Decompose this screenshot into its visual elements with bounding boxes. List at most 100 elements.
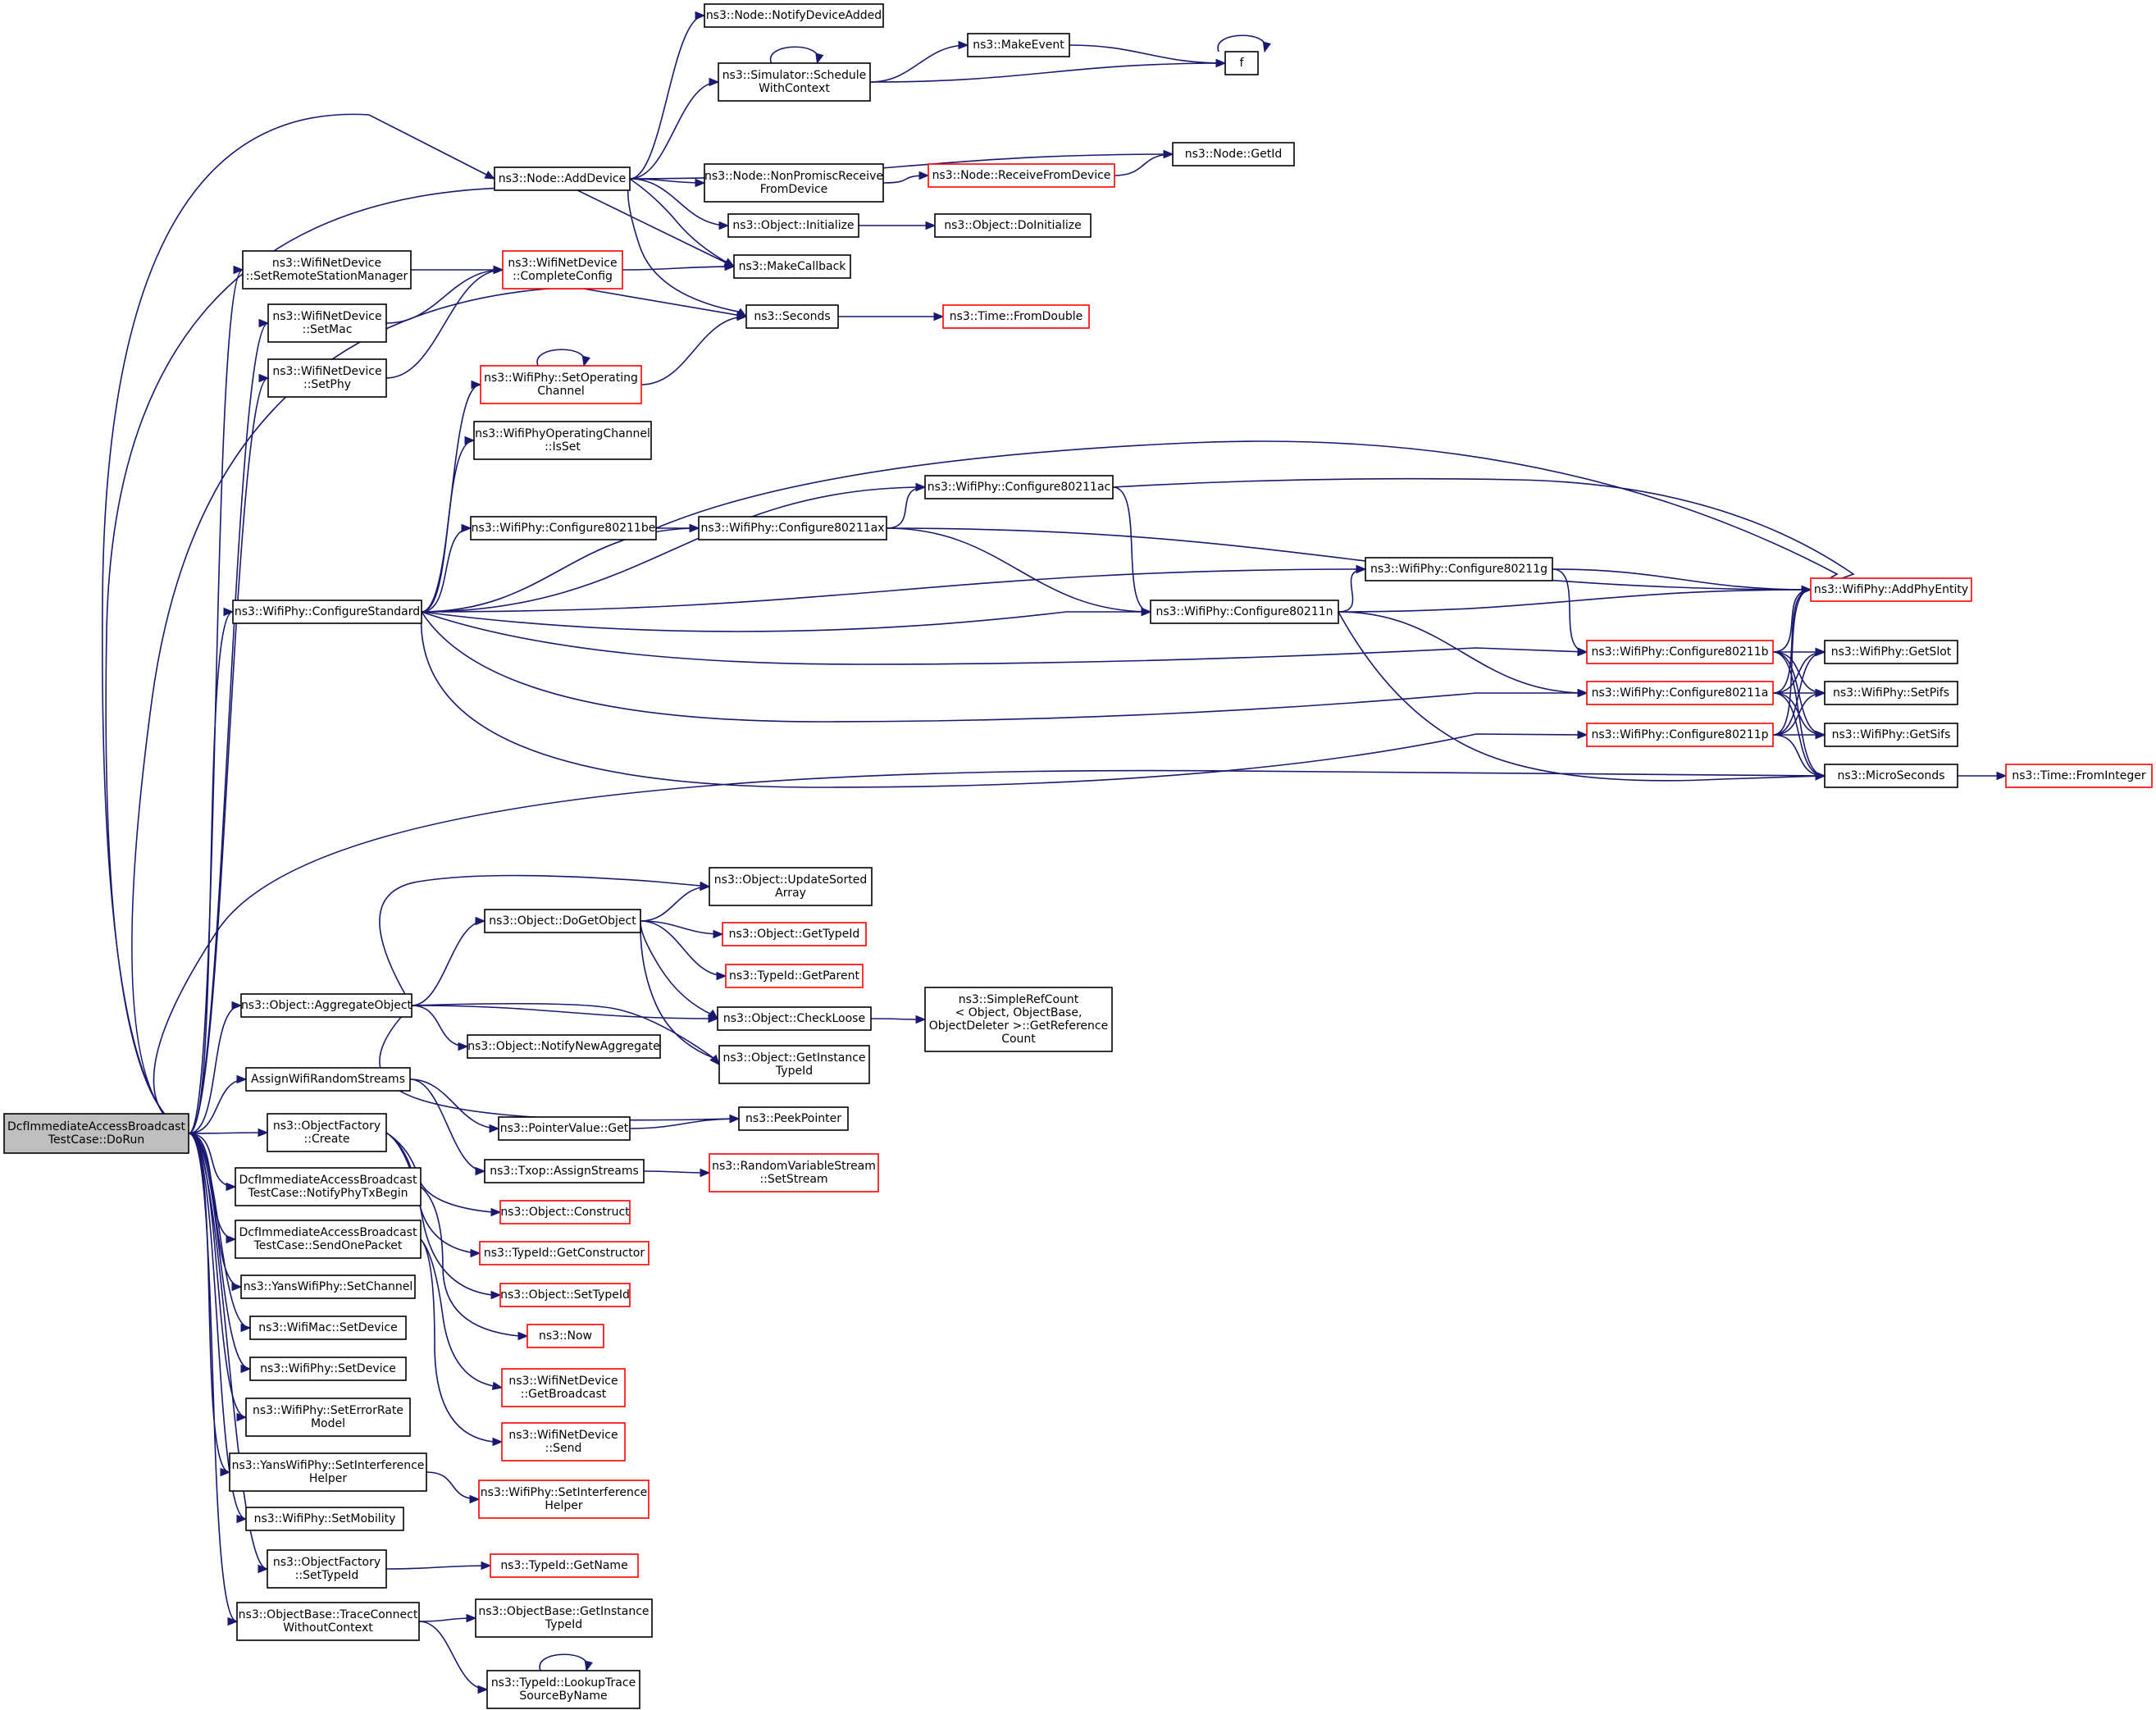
node-box-setErrModel[interactable]	[245, 1398, 411, 1437]
node-box-fromDouble[interactable]	[942, 304, 1090, 329]
node-box-c11ac[interactable]	[924, 475, 1114, 499]
node-box-fromInteger[interactable]	[2005, 764, 2153, 788]
node-box-objDoInit[interactable]	[934, 213, 1092, 238]
node-box-checkLoose[interactable]	[717, 1006, 872, 1031]
node-box-rvsSetStream[interactable]	[709, 1153, 879, 1192]
node-devSend[interactable]: ns3::WifiNetDevice::Send	[501, 1422, 626, 1461]
node-box-setRSM[interactable]	[242, 250, 412, 290]
node-box-objSetTid[interactable]	[499, 1283, 631, 1307]
node-box-updSorted[interactable]	[709, 867, 873, 906]
node-box-setPifs[interactable]	[1824, 681, 1958, 705]
node-box-peekPtr[interactable]	[738, 1106, 849, 1131]
node-box-objInit[interactable]	[727, 213, 859, 238]
node-box-getId[interactable]	[1172, 142, 1295, 166]
node-box-getSifs[interactable]	[1824, 723, 1958, 747]
node-makeCallback[interactable]: ns3::MakeCallback	[733, 254, 851, 279]
node-box-setOpCh[interactable]	[480, 365, 642, 404]
node-box-objFactCreate[interactable]	[267, 1113, 387, 1152]
node-box-getSlot[interactable]	[1824, 640, 1958, 664]
node-peekPtr[interactable]: ns3::PeekPointer	[738, 1106, 849, 1131]
node-simpleRef[interactable]: ns3::SimpleRefCount< Object, ObjectBase,…	[924, 987, 1113, 1052]
node-box-assignRand[interactable]	[245, 1067, 411, 1092]
node-box-schedule[interactable]	[718, 62, 871, 102]
node-box-c11be[interactable]	[470, 516, 657, 540]
node-box-nonPromisc[interactable]	[704, 163, 884, 203]
node-f[interactable]: f	[1224, 51, 1259, 75]
node-box-c11g[interactable]	[1365, 557, 1553, 581]
node-notifyNewAgg[interactable]: ns3::Object::NotifyNewAggregate	[467, 1034, 661, 1059]
node-configStd[interactable]: ns3::WifiPhy::ConfigureStandard	[232, 600, 422, 624]
node-getBcast[interactable]: ns3::WifiNetDevice::GetBroadcast	[501, 1368, 626, 1407]
node-notifyPhyTx[interactable]: DcfImmediateAccessBroadcastTestCase::Not…	[235, 1167, 422, 1206]
node-box-notifyDevAdded[interactable]	[704, 3, 884, 28]
node-phySetDev[interactable]: ns3::WifiPhy::SetDevice	[249, 1357, 407, 1381]
node-box-phySetDev[interactable]	[249, 1357, 407, 1381]
node-box-c11b[interactable]	[1586, 640, 1774, 664]
node-c11n[interactable]: ns3::WifiPhy::Configure80211n	[1150, 600, 1339, 624]
node-getTypeId[interactable]: ns3::Object::GetTypeId	[722, 922, 867, 946]
node-checkLoose[interactable]: ns3::Object::CheckLoose	[717, 1006, 872, 1031]
node-setPifs[interactable]: ns3::WifiPhy::SetPifs	[1824, 681, 1958, 705]
node-assignRand[interactable]: AssignWifiRandomStreams	[245, 1067, 411, 1092]
node-box-macSetDev[interactable]	[249, 1316, 407, 1340]
node-box-notifyNewAgg[interactable]	[467, 1034, 661, 1059]
node-txopAssign[interactable]: ns3::Txop::AssignStreams	[484, 1159, 645, 1183]
node-box-ptrGet[interactable]	[498, 1116, 631, 1141]
node-getCtor[interactable]: ns3::TypeId::GetConstructor	[479, 1241, 650, 1265]
node-box-objFactSetTid[interactable]	[267, 1549, 387, 1589]
node-objConstruct[interactable]: ns3::Object::Construct	[499, 1200, 631, 1224]
node-getSifs[interactable]: ns3::WifiPhy::GetSifs	[1824, 723, 1958, 747]
node-c11a[interactable]: ns3::WifiPhy::Configure80211a	[1586, 681, 1774, 705]
node-box-aggObj[interactable]	[240, 993, 413, 1018]
node-box-root[interactable]	[3, 1113, 189, 1154]
node-getId[interactable]: ns3::Node::GetId	[1172, 142, 1295, 166]
node-tidGetName[interactable]: ns3::TypeId::GetName	[490, 1553, 639, 1578]
node-box-getCtor[interactable]	[479, 1241, 650, 1265]
node-box-simpleRef[interactable]	[924, 987, 1113, 1052]
node-box-getInstTid[interactable]	[718, 1045, 870, 1084]
node-box-makeEvent[interactable]	[967, 33, 1070, 57]
node-box-sendOne[interactable]	[235, 1220, 422, 1259]
node-box-makeCallback[interactable]	[733, 254, 851, 279]
node-c11b[interactable]: ns3::WifiPhy::Configure80211b	[1586, 640, 1774, 664]
node-box-addDevice[interactable]	[494, 166, 631, 191]
node-box-f[interactable]	[1224, 51, 1259, 75]
node-box-c11n[interactable]	[1150, 600, 1339, 624]
node-box-traceConnect[interactable]	[236, 1602, 420, 1641]
node-box-c11a[interactable]	[1586, 681, 1774, 705]
node-doGetObj[interactable]: ns3::Object::DoGetObject	[484, 909, 641, 933]
node-c11p[interactable]: ns3::WifiPhy::Configure80211p	[1586, 723, 1774, 747]
node-box-microSeconds[interactable]	[1824, 764, 1958, 788]
node-macSetDev[interactable]: ns3::WifiMac::SetDevice	[249, 1316, 407, 1340]
node-aggObj[interactable]: ns3::Object::AggregateObject	[240, 993, 413, 1018]
node-c11ax[interactable]: ns3::WifiPhy::Configure80211ax	[698, 516, 887, 540]
node-objDoInit[interactable]: ns3::Object::DoInitialize	[934, 213, 1092, 238]
node-box-c11p[interactable]	[1586, 723, 1774, 747]
node-rvsSetStream[interactable]: ns3::RandomVariableStream::SetStream	[709, 1153, 879, 1192]
node-box-opChIsSet[interactable]	[473, 421, 652, 460]
node-objSetTid[interactable]: ns3::Object::SetTypeId	[499, 1283, 631, 1307]
node-setMobility[interactable]: ns3::WifiPhy::SetMobility	[245, 1507, 404, 1531]
node-sendOne[interactable]: DcfImmediateAccessBroadcastTestCase::Sen…	[235, 1220, 422, 1259]
node-box-now[interactable]	[526, 1324, 604, 1348]
node-addPhyEntity[interactable]: ns3::WifiPhy::AddPhyEntity	[1810, 577, 1972, 602]
node-objFactCreate[interactable]: ns3::ObjectFactory::Create	[267, 1113, 387, 1152]
node-c11ac[interactable]: ns3::WifiPhy::Configure80211ac	[924, 475, 1114, 499]
node-box-setMobility[interactable]	[245, 1507, 404, 1531]
node-box-devSend[interactable]	[501, 1422, 626, 1461]
node-addDevice[interactable]: ns3::Node::AddDevice	[494, 166, 631, 191]
node-box-tidGetName[interactable]	[490, 1553, 639, 1578]
node-box-c11ax[interactable]	[698, 516, 887, 540]
node-traceConnect[interactable]: ns3::ObjectBase::TraceConnectWithoutCont…	[236, 1602, 420, 1641]
node-c11be[interactable]: ns3::WifiPhy::Configure80211be	[470, 516, 657, 540]
node-now[interactable]: ns3::Now	[526, 1324, 604, 1348]
node-getParent[interactable]: ns3::TypeId::GetParent	[725, 964, 864, 988]
node-box-doGetObj[interactable]	[484, 909, 641, 933]
